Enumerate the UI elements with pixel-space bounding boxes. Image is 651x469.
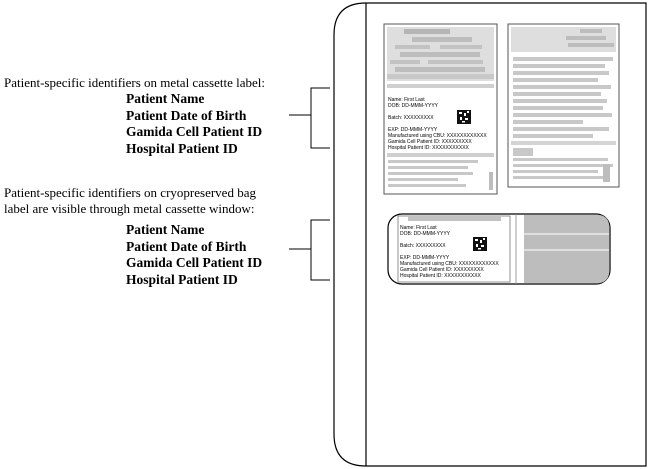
identifier-patient-name: Patient Name bbox=[126, 222, 205, 237]
identifier-gamida-id: Gamida Cell Patient ID bbox=[126, 255, 263, 270]
cassette-label-hospital-id: Hospital Patient ID: XXXXXXXXXXX bbox=[388, 145, 470, 151]
cassette-label-dob: DOB: DD-MMM-YYYY bbox=[388, 103, 439, 109]
metal-cassette-label: Name: First Last DOB: DD-MMM-YYYY Batch:… bbox=[383, 23, 498, 195]
bag-label-name: Name: First Last bbox=[400, 225, 437, 231]
identifier-patient-dob: Patient Date of Birth bbox=[126, 238, 247, 254]
bag-label-hospital-id: Hospital Patient ID: XXXXXXXXXXX bbox=[400, 273, 482, 279]
bag-label-identifier-list: Patient Name Patient Date of Birth Gamid… bbox=[126, 222, 262, 288]
identifier-hospital-id: Hospital Patient ID bbox=[126, 271, 238, 287]
cassette-label-name: Name: First Last bbox=[388, 97, 425, 103]
cassette-label-gamida-id: Gamida Cell Patient ID: XXXXXXXXX bbox=[388, 139, 472, 145]
cassette-label-identifier-list: Patient Name Patient Date of Birth Gamid… bbox=[126, 91, 262, 157]
bag-callout-bracket bbox=[289, 219, 330, 281]
identifier-patient-name: Patient Name bbox=[126, 91, 205, 106]
bag-label-intro-line2: label are visible through metal cassette… bbox=[4, 201, 255, 216]
identifier-gamida-id: Gamida Cell Patient ID bbox=[126, 124, 263, 139]
cassette-label-batch: Batch: XXXXXXXXX bbox=[388, 115, 434, 121]
bag-label-batch: Batch: XXXXXXXXX bbox=[400, 243, 446, 249]
bag-label-manufactured: Manufactured using CBU: XXXXXXXXXXXX bbox=[400, 261, 499, 267]
bag-label-dob: DOB: DD-MMM-YYYY bbox=[400, 231, 451, 237]
bag-label-gamida-id: Gamida Cell Patient ID: XXXXXXXXX bbox=[400, 267, 484, 273]
cassette-window: Name: First Last DOB: DD-MMM-YYYY Batch:… bbox=[387, 213, 611, 285]
identifier-patient-dob: Patient Date of Birth bbox=[126, 107, 247, 123]
bag-label-datamatrix-icon bbox=[473, 237, 487, 251]
bag-label-intro-line1: Patient-specific identifiers on cryopres… bbox=[4, 185, 256, 200]
cassette-label-intro: Patient-specific identifiers on metal ca… bbox=[4, 75, 265, 90]
cassette-label-exp: EXP: DD-MMM-YYYY bbox=[388, 127, 438, 133]
bag-label-exp: EXP: DD-MMM-YYYY bbox=[400, 255, 450, 261]
cassette-callout-bracket bbox=[289, 87, 330, 149]
cassette-information-label bbox=[507, 23, 620, 188]
cassette-label-datamatrix-icon bbox=[457, 110, 471, 124]
cassette-label-manufactured: Manufactured using CBU: XXXXXXXXXXXX bbox=[388, 133, 487, 139]
identifier-hospital-id: Hospital Patient ID bbox=[126, 140, 238, 156]
